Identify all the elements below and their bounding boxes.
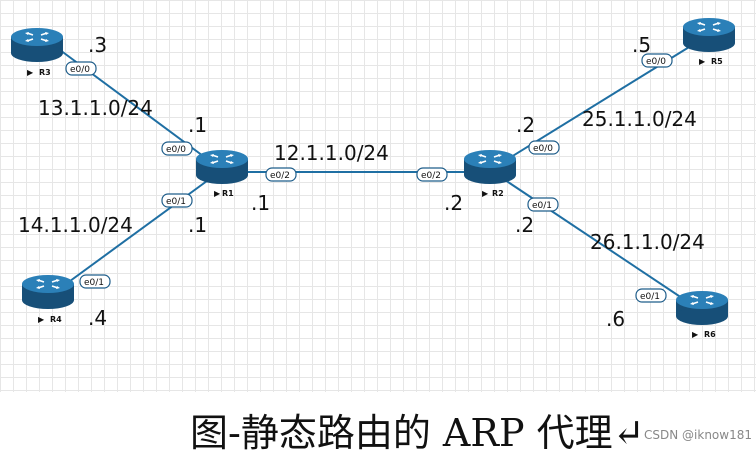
router-r1-label: R1: [222, 189, 234, 198]
network-label-r1-r2: 12.1.1.0/24: [274, 141, 389, 165]
router-r1-play-icon: ▶: [214, 189, 221, 198]
host-id-r1-e01: .1: [188, 213, 207, 237]
if-r2-e01[interactable]: e0/1: [527, 197, 559, 212]
host-id-r4: .4: [88, 306, 107, 330]
host-id-r6: .6: [606, 307, 625, 331]
host-id-r3: .3: [88, 33, 107, 57]
router-r1[interactable]: R1 ▶: [195, 149, 249, 198]
host-id-r5: .5: [632, 33, 651, 57]
router-r4[interactable]: R4 ▶: [21, 274, 75, 324]
topology-canvas: [0, 0, 756, 392]
host-id-r1-e00: .1: [188, 113, 207, 137]
router-r2-label: R2: [492, 189, 504, 198]
router-r3-label: R3: [39, 68, 51, 77]
if-r4-e01-label: e0/1: [84, 278, 104, 288]
host-id-r1-e02: .1: [251, 191, 270, 215]
network-label-r2-r5: 25.1.1.0/24: [582, 107, 697, 131]
host-id-r2-e02: .2: [444, 191, 463, 215]
router-r6[interactable]: R6 ▶: [675, 290, 729, 339]
if-r4-e01[interactable]: e0/1: [79, 274, 111, 289]
if-r2-e00[interactable]: e0/0: [528, 140, 560, 155]
if-r1-e01-label: e0/1: [166, 197, 186, 207]
if-r1-e02[interactable]: e0/2: [265, 167, 297, 182]
network-label-r1-r4: 14.1.1.0/24: [18, 213, 133, 237]
router-r5-label: R5: [711, 57, 723, 66]
topology-diagram: R1 ▶ R2 ▶ R3 ▶ R4 ▶ R5 ▶ R6 ▶ e0/0 e0/0 …: [10, 17, 736, 339]
link-r2-r5: [489, 35, 708, 171]
if-r5-e00-label: e0/0: [646, 57, 666, 67]
if-r1-e00-label: e0/0: [166, 145, 186, 155]
if-r2-e02-label: e0/2: [421, 171, 441, 181]
if-r3-e00[interactable]: e0/0: [65, 61, 97, 76]
router-r5[interactable]: R5 ▶: [682, 17, 736, 66]
if-r1-e01[interactable]: e0/1: [161, 193, 193, 208]
link-r1-r4: [54, 169, 223, 293]
router-r3-play-icon: ▶: [27, 68, 34, 77]
router-r4-label: R4: [50, 315, 62, 324]
host-id-r2-e00: .2: [516, 113, 535, 137]
router-r5-play-icon: ▶: [699, 57, 706, 66]
if-r1-e00[interactable]: e0/0: [161, 141, 193, 156]
if-r6-e01-label: e0/1: [640, 292, 660, 302]
if-r2-e02[interactable]: e0/2: [416, 167, 448, 182]
if-r1-e02-label: e0/2: [270, 171, 290, 181]
if-r6-e01[interactable]: e0/1: [635, 288, 667, 303]
if-r5-e00[interactable]: e0/0: [641, 53, 673, 68]
router-r6-play-icon: ▶: [692, 330, 699, 339]
if-r2-e01-label: e0/1: [532, 201, 552, 211]
router-r4-play-icon: ▶: [38, 315, 45, 324]
host-id-r2-e01: .2: [515, 213, 534, 237]
network-label-r2-r6: 26.1.1.0/24: [590, 230, 705, 254]
router-r2-play-icon: ▶: [482, 189, 489, 198]
csdn-watermark: CSDN @iknow181: [644, 428, 752, 442]
router-r3[interactable]: R3 ▶: [10, 27, 64, 77]
router-r2[interactable]: R2 ▶: [463, 149, 517, 198]
link-r2-r6: [489, 169, 701, 311]
figure-caption: 图-静态路由的 ARP 代理↵: [190, 411, 645, 455]
router-r6-label: R6: [704, 330, 716, 339]
network-label-r1-r3: 13.1.1.0/24: [38, 96, 153, 120]
if-r3-e00-label: e0/0: [70, 65, 90, 75]
if-r2-e00-label: e0/0: [533, 144, 553, 154]
